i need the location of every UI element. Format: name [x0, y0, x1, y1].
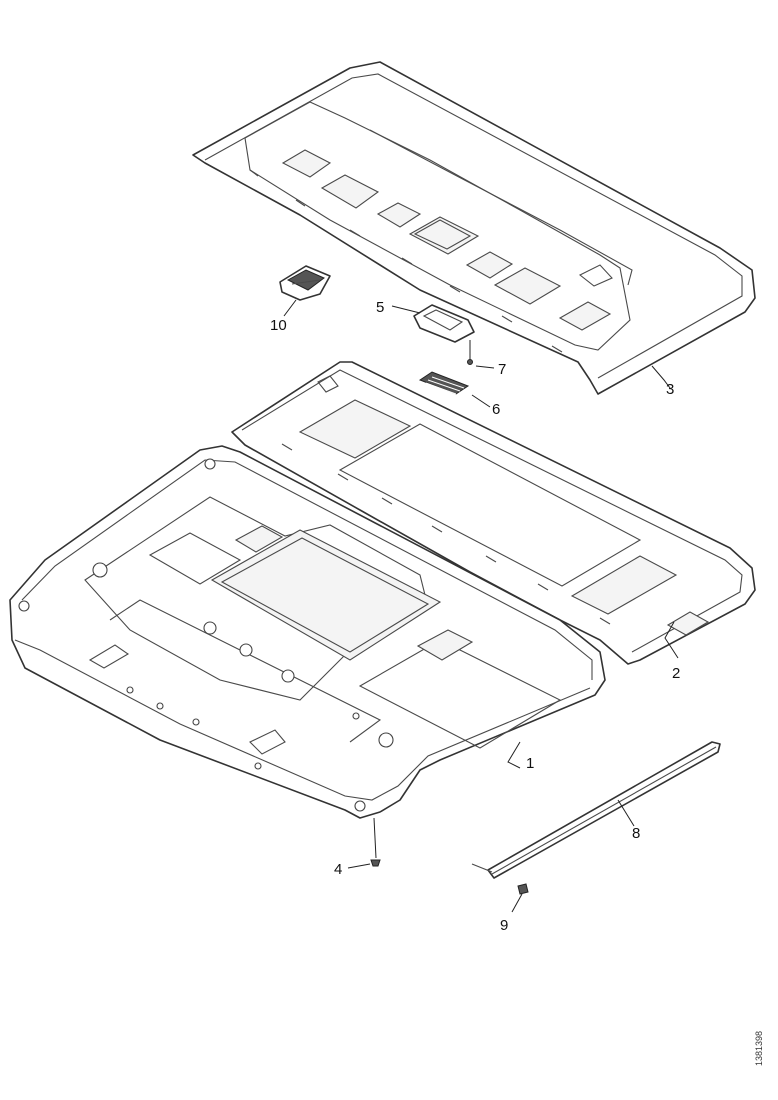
document-id: 1381398 — [754, 1031, 764, 1066]
callout-10: 10 — [270, 317, 287, 334]
callout-5: 5 — [376, 299, 384, 316]
callout-4: 4 — [334, 861, 342, 878]
callout-2: 2 — [672, 665, 680, 682]
part-3-rear-headliner-panel — [192, 61, 756, 395]
part-6-grille — [418, 371, 470, 395]
part-5-bracket — [413, 304, 475, 343]
callout-9: 9 — [500, 917, 508, 934]
callout-7: 7 — [498, 361, 506, 378]
callout-labels: 1 2 3 4 5 6 7 8 9 10 — [270, 299, 680, 934]
part-9-screw — [517, 883, 529, 895]
callout-6: 6 — [492, 401, 500, 418]
part-4-screw — [370, 817, 381, 867]
part-8-trim-strip — [471, 741, 721, 879]
part-1-front-headliner — [9, 445, 606, 819]
part-7-screw — [467, 340, 473, 365]
callout-8: 8 — [632, 825, 640, 842]
part-10-clip — [279, 265, 331, 301]
callout-1: 1 — [526, 755, 534, 772]
callout-3: 3 — [666, 381, 674, 398]
leader-lines — [283, 299, 679, 913]
part-2-middle-headliner-panel — [231, 361, 756, 665]
